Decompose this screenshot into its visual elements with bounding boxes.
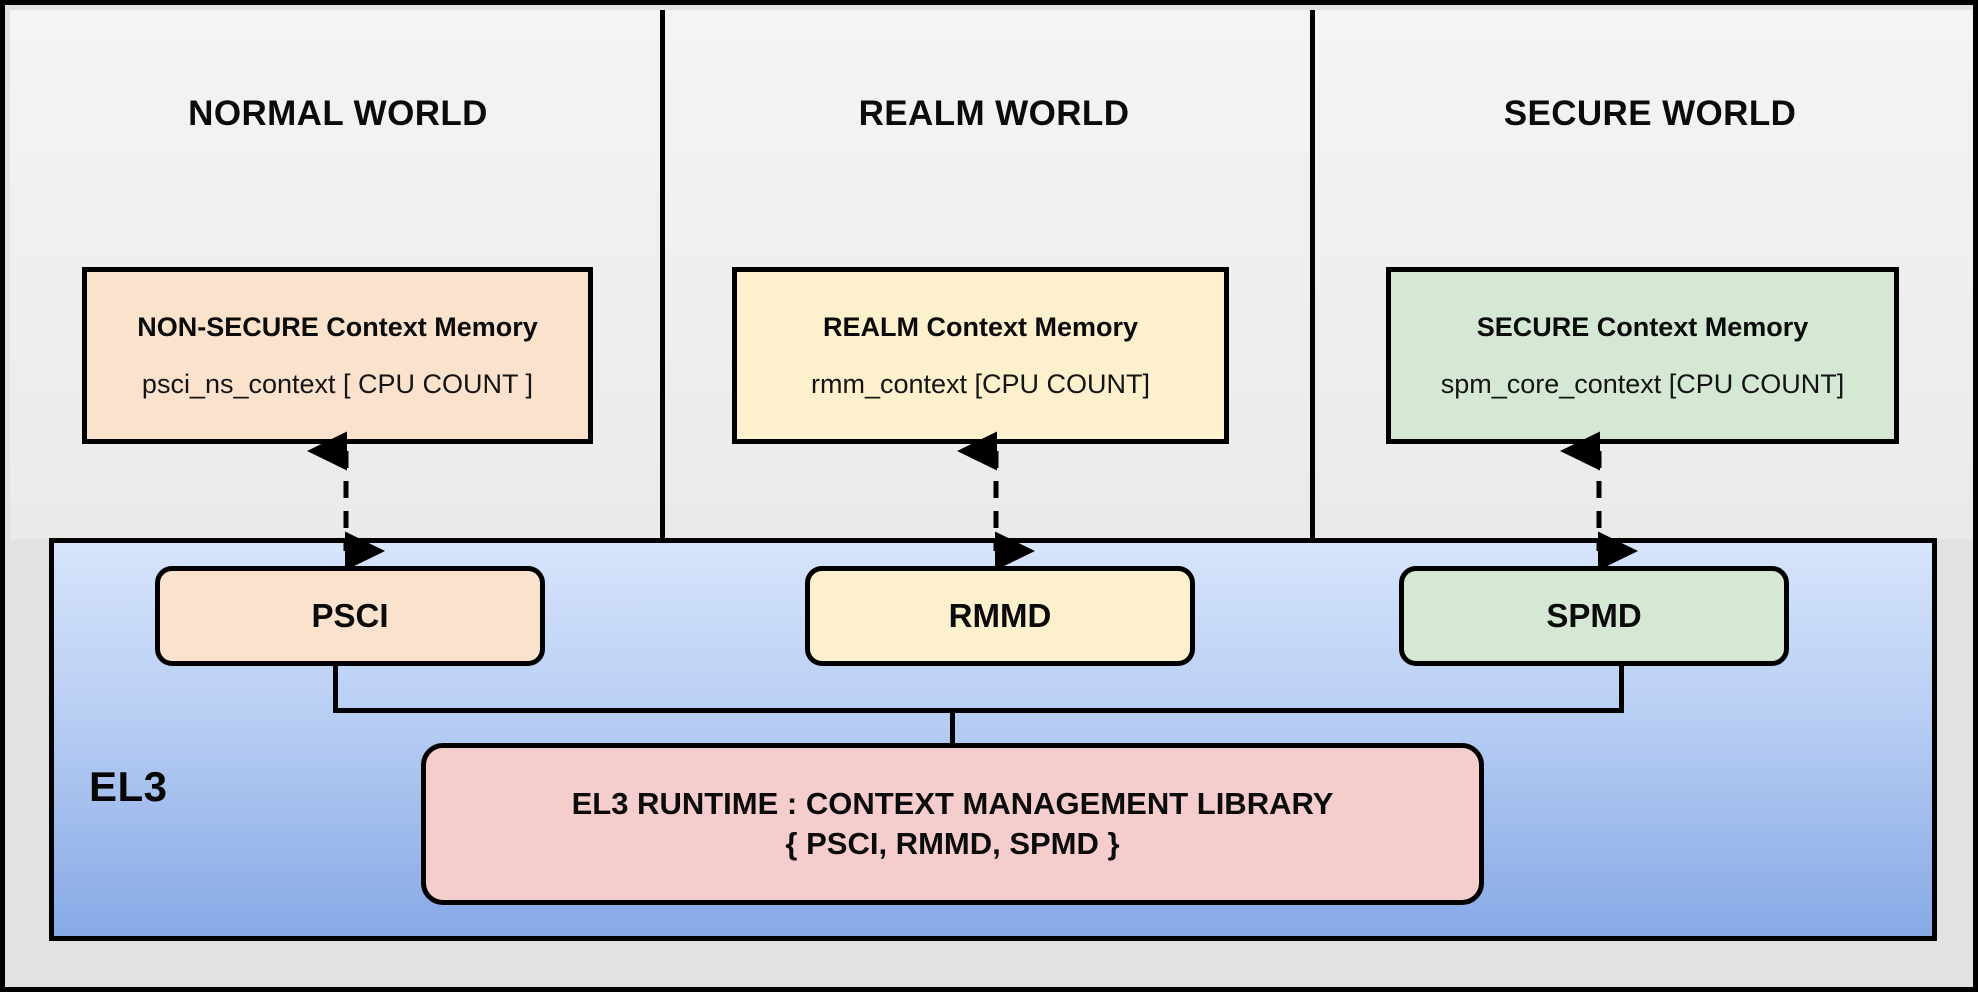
- context-memory-detail-secure: spm_core_context [CPU COUNT]: [1440, 368, 1845, 399]
- dispatcher-psci[interactable]: PSCI: [155, 566, 545, 666]
- world-divider-realm-secure: [1310, 10, 1315, 539]
- context-memory-box-non-secure: NON-SECURE Context Memory psci_ns_contex…: [82, 267, 593, 444]
- connector-runtime-drop: [950, 708, 955, 748]
- world-divider-normal-realm: [660, 10, 665, 539]
- context-memory-box-realm: REALM Context Memory rmm_context [CPU CO…: [732, 267, 1229, 444]
- world-title-normal: NORMAL WORLD: [188, 94, 488, 133]
- dispatcher-rmmd[interactable]: RMMD: [805, 566, 1195, 666]
- el3-runtime-line1: EL3 RUNTIME : CONTEXT MANAGEMENT LIBRARY: [571, 786, 1334, 822]
- context-memory-heading-non-secure: NON-SECURE Context Memory: [137, 311, 538, 342]
- context-memory-heading-realm: REALM Context Memory: [822, 311, 1139, 342]
- el3-panel: EL3 PSCI RMMD SPMD EL3 RUNTIME : CONTEXT…: [49, 538, 1937, 941]
- dispatcher-spmd[interactable]: SPMD: [1399, 566, 1789, 666]
- el3-runtime-line2: { PSCI, RMMD, SPMD }: [785, 826, 1120, 861]
- world-panel-realm: REALM WORLD REALM Context Memory rmm_con…: [666, 10, 1322, 539]
- context-memory-box-secure: SECURE Context Memory spm_core_context […: [1386, 267, 1899, 444]
- context-memory-detail-non-secure: psci_ns_context [ CPU COUNT ]: [141, 368, 534, 399]
- world-panel-secure: SECURE WORLD SECURE Context Memory spm_c…: [1322, 10, 1973, 539]
- world-title-secure: SECURE WORLD: [1503, 94, 1797, 133]
- worlds-strip: NORMAL WORLD NON-SECURE Context Memory p…: [10, 10, 1973, 539]
- connector-psci-stub: [333, 666, 338, 713]
- el3-label: EL3: [89, 763, 168, 810]
- world-title-realm: REALM WORLD: [858, 94, 1130, 133]
- context-memory-heading-secure: SECURE Context Memory: [1476, 311, 1809, 342]
- context-memory-detail-realm: rmm_context [CPU COUNT]: [810, 368, 1151, 399]
- el3-runtime-box[interactable]: EL3 RUNTIME : CONTEXT MANAGEMENT LIBRARY…: [421, 743, 1484, 905]
- world-panel-normal: NORMAL WORLD NON-SECURE Context Memory p…: [10, 10, 666, 539]
- connector-horizontal-bus: [333, 708, 1624, 713]
- connector-spmd-stub: [1619, 666, 1624, 713]
